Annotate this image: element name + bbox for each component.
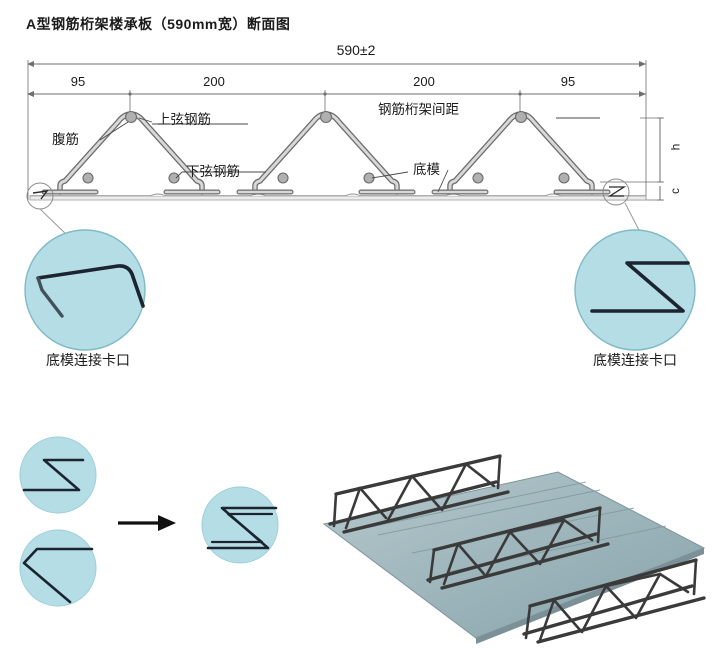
detail-circle-left: [24, 229, 146, 351]
callout-web-bar: 腹筋: [52, 132, 79, 147]
detail-caption-left: 底模连接卡口: [46, 352, 130, 368]
top-chord-node: [319, 110, 333, 124]
top-chord-node: [124, 110, 138, 124]
hook-assembly-diagram: [19, 436, 279, 607]
bottom-formwork-deck: [29, 193, 647, 201]
detail-caption-right: 底模连接卡口: [593, 352, 677, 368]
dimension-lines: [27, 60, 664, 201]
truss-3d: [328, 454, 706, 644]
detail-marker-right: [602, 178, 641, 233]
section-drawing: [24, 60, 696, 351]
bottom-chord-node: [472, 172, 484, 184]
dimension-label: 95: [560, 74, 576, 89]
cover-dimension-label: c: [668, 188, 682, 194]
overall-dimension-label: 590±2: [336, 42, 376, 58]
callout-bottom-formwork: 底模: [413, 162, 440, 177]
dimension-label: 200: [413, 74, 435, 89]
hook-circle-lower: [19, 529, 97, 607]
rebar-truss: [431, 110, 611, 195]
bottom-chord-node: [558, 172, 570, 184]
hook-circle-upper: [19, 436, 97, 514]
bottom-chord-node: [168, 172, 180, 184]
callout-bottom-chord: 下弦钢筋: [186, 164, 240, 179]
callout-truss-spacing: 钢筋桁架间距: [378, 102, 459, 117]
rebar-truss: [41, 110, 221, 195]
dimension-label: 200: [203, 74, 225, 89]
height-dimension-label: h: [668, 143, 683, 151]
page-title: A型钢筋桁架楼承板（590mm宽）断面图: [26, 16, 291, 32]
callout-top-chord: 上弦钢筋: [157, 112, 211, 127]
dimension-label: 95: [70, 74, 86, 89]
rebar-truss-group: [41, 110, 611, 195]
callout-leaders: [99, 117, 600, 193]
hook-circle-joined: [201, 486, 279, 564]
assembly-arrow-icon: [118, 515, 176, 531]
bottom-chord-node: [82, 172, 94, 184]
rebar-truss: [236, 110, 416, 195]
bottom-chord-node: [277, 172, 289, 184]
top-chord-node: [514, 110, 528, 124]
detail-circle-right: [574, 229, 696, 351]
truss-deck-3d-render: [322, 454, 706, 644]
